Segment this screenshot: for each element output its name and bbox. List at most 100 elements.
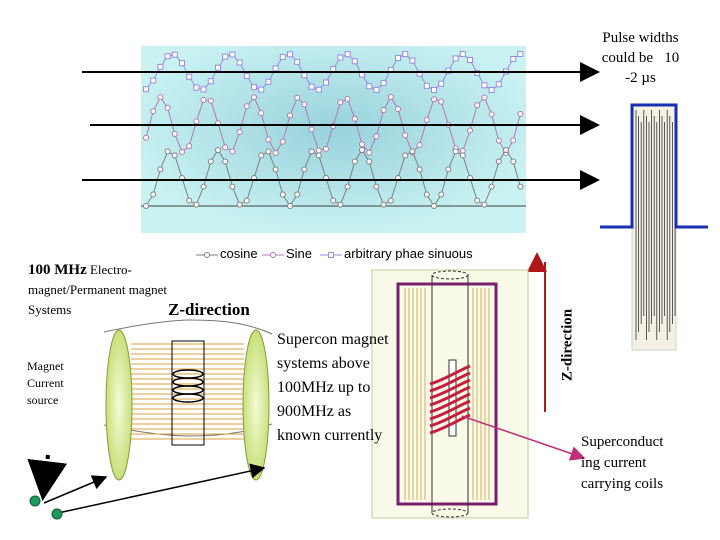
sine-point-marker (474, 102, 481, 109)
sine-point-marker (337, 99, 344, 106)
cosine-point-marker (344, 183, 351, 190)
sine-point-marker (272, 149, 279, 156)
left-pole (105, 329, 133, 481)
arbitrary-point-marker (330, 66, 337, 73)
arbitrary-point-marker (452, 55, 459, 62)
supercon-line-1: Supercon magnet (277, 331, 389, 348)
coil-turn (429, 406, 471, 428)
arbitrary-point-marker (459, 51, 466, 58)
right-pole (242, 329, 270, 481)
arbitrary-point-marker (171, 51, 178, 58)
coil-turn (429, 392, 471, 414)
electromagnet-line-2: magnet/Permanent magnet (28, 282, 167, 297)
cosine-point-marker (229, 183, 236, 190)
cosine-point-marker (150, 191, 157, 198)
coil-turn (429, 413, 471, 435)
legend-sine-marker (270, 252, 276, 258)
pulse-note-line-2: could be 10 (601, 50, 680, 66)
electromagnet-rest: Electro- (89, 262, 132, 277)
cosine-point-marker (503, 147, 509, 153)
source-node-1 (29, 495, 41, 507)
arbitrary-point-marker (215, 64, 221, 71)
arbitrary-point-marker (380, 80, 387, 87)
cosine-point-marker (157, 166, 164, 173)
arbitrary-point-marker (236, 59, 243, 66)
arbitrary-point-marker (445, 67, 452, 74)
cosine-point-marker (431, 203, 437, 209)
sine-point-marker (279, 138, 286, 145)
source-to-left-pole-arrow (43, 475, 108, 504)
legend-cosine-marker (204, 252, 210, 258)
arbitrary-point-marker (294, 58, 301, 65)
arbitrary-point-marker (431, 86, 437, 93)
bore-top (431, 270, 469, 280)
coil-turn (429, 378, 471, 400)
coil-loop (172, 385, 204, 395)
cosine-point-marker (164, 148, 171, 155)
legend-cosine-label: cosine (220, 246, 258, 261)
sine-point-marker (488, 111, 495, 118)
arbitrary-point-marker (164, 53, 171, 60)
source-to-right-pole-arrow (57, 463, 266, 514)
pulse-width-note: Pulse widths could be 10 -2 µs (578, 28, 703, 88)
coils-pointer-arrow (461, 415, 586, 461)
arbitrary-point-marker (193, 84, 200, 91)
sine-point-marker (301, 101, 308, 108)
cosine-point-marker (402, 152, 409, 159)
arbitrary-point-marker (366, 83, 373, 90)
arbitrary-point-marker (179, 60, 185, 67)
coil-loop (172, 393, 204, 403)
sine-point-marker (236, 128, 243, 135)
arbitrary-point-marker (308, 83, 315, 90)
field-lines (131, 343, 244, 440)
magnet-source-line-1: Magnet (27, 359, 64, 373)
coils-line-2: ing current (581, 455, 647, 471)
cosine-point-marker (258, 152, 265, 159)
arbitrary-point-marker (423, 82, 430, 89)
arbitrary-point-marker (229, 51, 236, 58)
sine-point-marker (157, 94, 164, 101)
arbitrary-point-marker (402, 51, 409, 58)
cosine-point-marker (308, 148, 315, 155)
pulse-outline (600, 103, 708, 229)
magnet-current-source-label: Magnet Current source (27, 358, 64, 409)
electromagnet-system (103, 319, 273, 481)
arbitrary-point-marker (157, 63, 164, 70)
pulse-waveform (600, 103, 708, 351)
cosine-point-marker (272, 166, 279, 173)
legend-sine-label: Sine (286, 246, 313, 261)
arbitrary-point-marker (315, 86, 322, 93)
sine-point-marker (373, 133, 380, 140)
arbitrary-point-marker (409, 57, 416, 64)
sine-point-marker (517, 111, 524, 118)
cosine-point-marker (186, 197, 193, 204)
sine-point-marker (402, 132, 409, 139)
sine-point-marker (164, 104, 171, 111)
sine-point-marker (143, 134, 149, 141)
superconducting-coils (429, 364, 471, 435)
supercon-magnet (371, 269, 529, 519)
legend-arbitrary-marker (328, 252, 334, 258)
cosine-point-marker (222, 158, 229, 165)
cosine-point-marker (279, 191, 286, 198)
sine-point-marker (481, 94, 488, 101)
supercon-line-5: known currently (277, 427, 383, 444)
cosine-point-marker (330, 197, 337, 204)
cosine-point-marker (452, 148, 459, 155)
sine-point-marker (380, 106, 387, 113)
supercon-stripes (404, 288, 490, 500)
arbitrary-point-marker (517, 51, 524, 58)
cosine-point-marker (380, 201, 387, 208)
coil-turn (429, 371, 471, 393)
sine-point-marker (207, 97, 214, 104)
coil-turn (429, 399, 471, 421)
cosine-point-marker (294, 191, 301, 198)
sine-point-marker (222, 144, 229, 151)
sample-tube (171, 340, 205, 446)
sine-point-marker (243, 103, 250, 110)
cosine-point-marker (351, 158, 358, 165)
sine-point-marker (423, 116, 430, 123)
supercon-line-4: 900MHz as (277, 403, 352, 420)
legend (196, 252, 342, 258)
sine-point-marker (467, 127, 473, 134)
